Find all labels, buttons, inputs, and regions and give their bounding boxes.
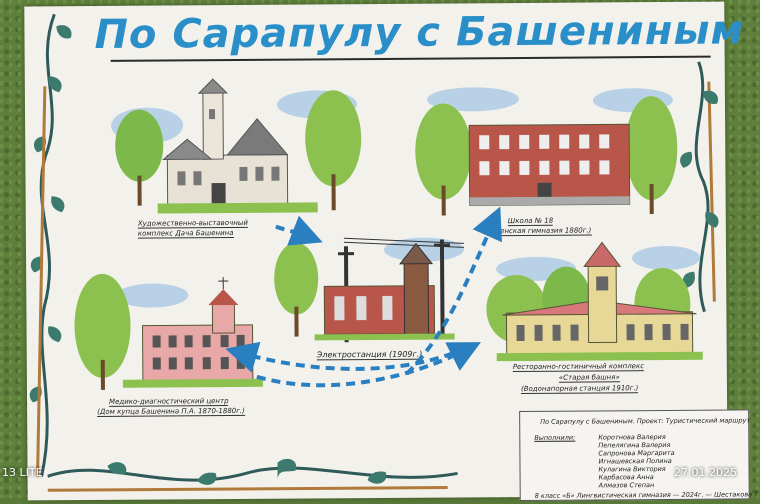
route-arrow-museum-to-power (276, 226, 308, 236)
credits-box: По Сарапулу с Башениным. Проект: Туристи… (519, 409, 750, 501)
route-arrow-to-school (406, 221, 495, 374)
credits-name: Кулагина Виктория (599, 465, 666, 473)
credits-name: Алмазов Степан (599, 481, 655, 489)
poster-paper: По Сарапулу с Башениным Художественно-вы… (24, 2, 727, 501)
route-arrow-to-clinic (241, 347, 467, 369)
camera-overlay-left: 13 LITE (2, 466, 43, 479)
credits-footer: 8 класс «Б» Лингвистическая гимназия — 2… (535, 490, 760, 500)
credits-header: По Сарапулу с Башениным. Проект: Туристи… (540, 416, 750, 425)
credits-performed-label: Выполнили: (534, 434, 575, 442)
camera-overlay-date: 27.01.2025 (674, 466, 737, 479)
